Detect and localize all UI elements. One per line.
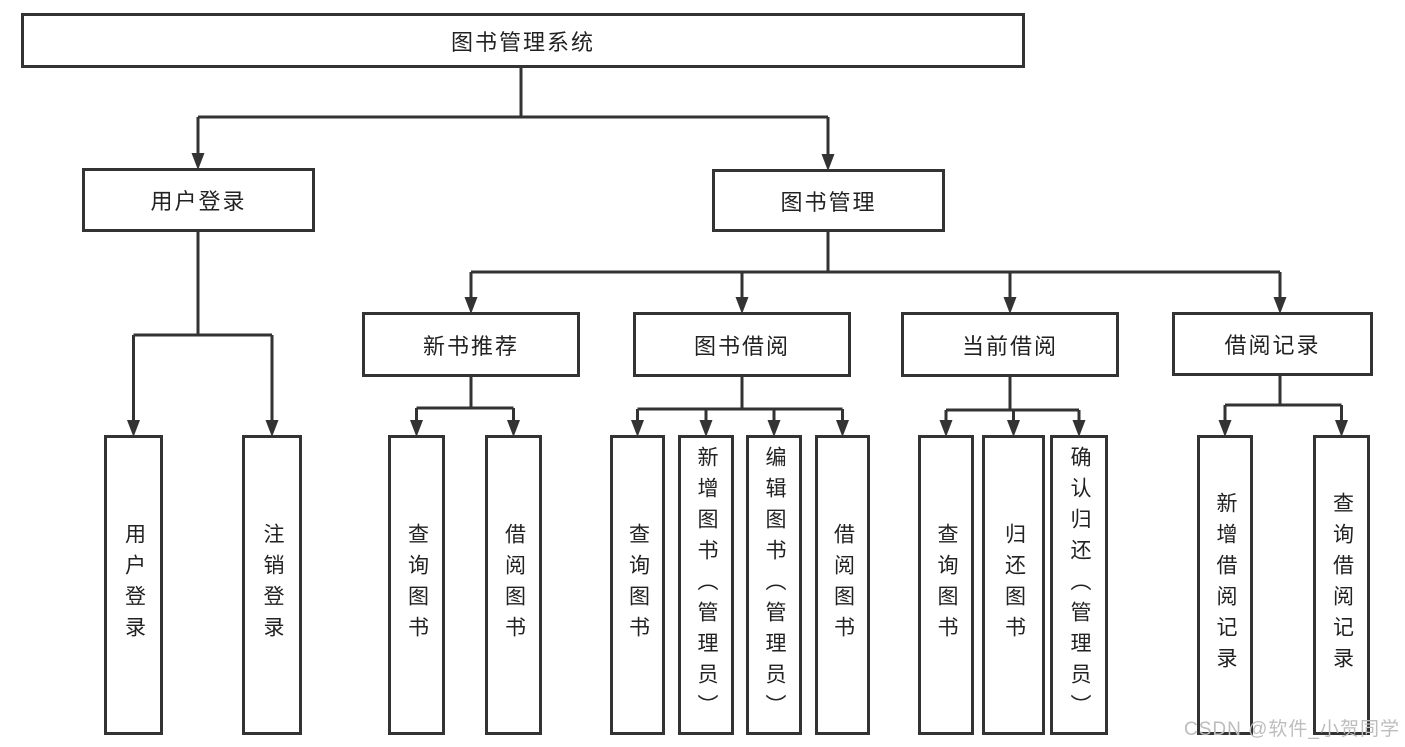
arrowhead-br-add-record — [1218, 420, 1232, 437]
arrowhead-bb-add-book — [699, 420, 713, 437]
node-cb-query-book: 查询图书 — [918, 435, 974, 735]
arrowhead-bb-borrow-book — [836, 420, 849, 437]
arrowhead-br-query-record — [1335, 420, 1348, 437]
arrowhead-book-borrow — [735, 297, 749, 314]
node-logout-leaf: 注销登录 — [242, 435, 302, 735]
arrowhead-login-leaf — [127, 420, 140, 437]
arrowhead-rec-borrow-book — [507, 420, 520, 437]
node-rec-borrow-book: 借阅图书 — [485, 435, 542, 735]
node-bb-edit-book: 编辑图书（管理员） — [746, 435, 802, 735]
arrowhead-rec-query-book — [410, 420, 423, 437]
node-new-book-rec: 新书推荐 — [362, 312, 580, 377]
node-br-add-record: 新增借阅记录 — [1197, 435, 1253, 735]
arrowhead-bb-query-book — [631, 420, 644, 437]
node-book-mgmt: 图书管理 — [712, 169, 945, 232]
arrowhead-logout-leaf — [265, 420, 279, 437]
node-cb-confirm-return: 确认归还（管理员） — [1050, 435, 1108, 735]
arrowhead-borrow-records — [1273, 297, 1287, 314]
node-user-login: 用户登录 — [82, 168, 315, 232]
arrowhead-cb-return-book — [1007, 420, 1020, 437]
arrowhead-bb-edit-book — [767, 420, 781, 437]
arrowhead-book-mgmt — [821, 154, 835, 171]
node-br-query-record: 查询借阅记录 — [1313, 435, 1370, 735]
node-bb-query-book: 查询图书 — [610, 435, 665, 735]
arrowhead-cb-confirm-return — [1072, 420, 1086, 437]
node-current-borrow: 当前借阅 — [901, 312, 1119, 377]
arrowhead-new-book-rec — [464, 297, 478, 314]
node-bb-add-book: 新增图书（管理员） — [678, 435, 734, 735]
arrowhead-current-borrow — [1003, 297, 1017, 314]
node-borrow-records: 借阅记录 — [1172, 312, 1373, 376]
arrowhead-cb-query-book — [939, 420, 953, 437]
node-book-borrow: 图书借阅 — [633, 312, 851, 377]
watermark: CSDN @软件_小贺同学 — [1184, 719, 1400, 740]
arrowhead-user-login — [191, 153, 205, 170]
node-bb-borrow-book: 借阅图书 — [815, 435, 870, 735]
node-login-leaf: 用户登录 — [104, 435, 163, 735]
node-root: 图书管理系统 — [21, 13, 1025, 68]
node-cb-return-book: 归还图书 — [982, 435, 1045, 735]
node-rec-query-book: 查询图书 — [388, 435, 445, 735]
